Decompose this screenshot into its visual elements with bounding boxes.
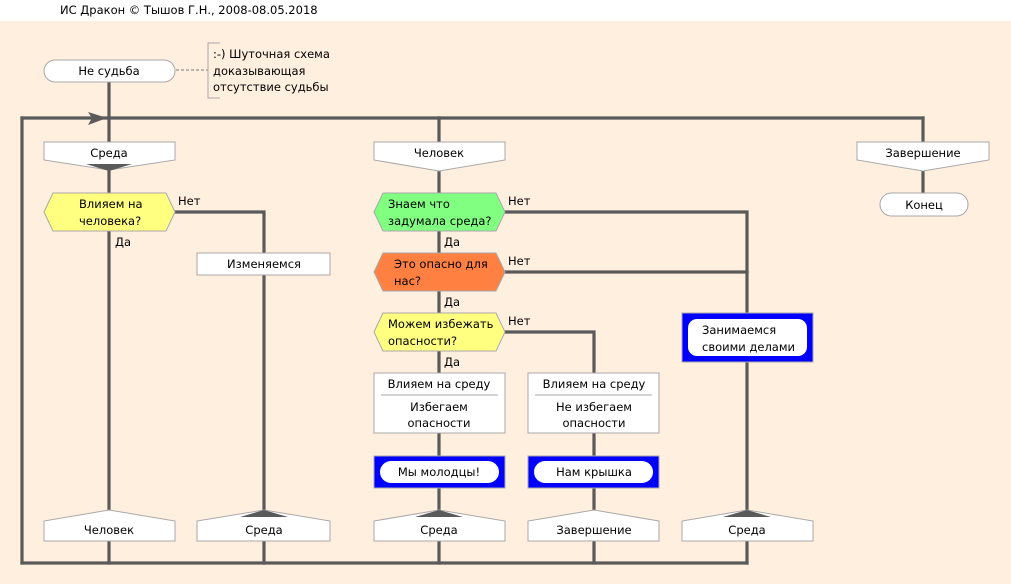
loop-arrow-icon (88, 112, 107, 125)
branch-header-label: Человек (414, 146, 464, 160)
comment-line: отсутствие судьбы (213, 80, 329, 94)
address-label: Среда (420, 523, 457, 537)
title-bar: ИС Дракон © Тышов Г.Н., 2008-08.05.2018 (0, 0, 1011, 21)
action-text: опасности (408, 416, 471, 430)
result-well-done[interactable]: Мы молодцы! (373, 455, 506, 489)
yes-label: Да (444, 355, 460, 369)
branch-header-shape[interactable] (373, 141, 506, 172)
result-own-business[interactable]: Занимаемся своими делами (681, 312, 814, 363)
question-shape[interactable] (373, 312, 506, 352)
address-label: Человек (84, 523, 134, 537)
branch-header-sreda[interactable]: Среда (43, 141, 176, 171)
action-not-avoid-danger[interactable]: Влияем на среду Не избегаем опасности (527, 372, 660, 434)
question-text: Это опасно для (394, 257, 488, 271)
address-marker (723, 510, 771, 517)
no-label: Нет (508, 254, 531, 268)
action-shape[interactable] (373, 372, 506, 434)
address-sreda[interactable]: Среда (196, 509, 331, 542)
no-label: Нет (508, 194, 531, 208)
address-shape[interactable] (681, 509, 814, 542)
address-marker (240, 510, 288, 517)
branch-header-label: Среда (90, 146, 127, 160)
action-text: Не избегаем (556, 400, 632, 414)
question-is-dangerous[interactable]: Это опасно для нас? Нет Да (373, 252, 531, 309)
address-shape[interactable] (527, 509, 660, 542)
question-text: задумала среда? (388, 214, 492, 228)
address-sreda[interactable]: Среда (681, 509, 814, 542)
branch-header-chelovek[interactable]: Человек (373, 141, 506, 172)
end-shape[interactable] (879, 192, 969, 217)
result-label: своими делами (702, 340, 795, 354)
no-label: Нет (178, 194, 201, 208)
action-change[interactable]: Изменяемся (196, 252, 331, 276)
action-text: Избегаем (410, 400, 468, 414)
no-label: Нет (508, 314, 531, 328)
connector-lines (20, 80, 925, 565)
question-text: опасности? (388, 334, 457, 348)
branch-header-zavershenie[interactable]: Завершение (856, 141, 990, 172)
question-text: Знаем что (388, 197, 450, 211)
line-column-5 (503, 210, 749, 565)
address-shape[interactable] (43, 509, 176, 542)
comment-bracket (207, 42, 220, 99)
end-label: Конец (905, 198, 943, 212)
comment-block[interactable]: :-) Шуточная схема доказывающая отсутств… (176, 42, 330, 99)
question-text: Можем избежать (388, 317, 494, 331)
address-label: Среда (728, 523, 765, 537)
address-chelovek[interactable]: Человек (43, 509, 176, 542)
action-shape[interactable] (196, 252, 331, 276)
question-shape[interactable] (43, 192, 176, 232)
question-text: нас? (394, 274, 421, 288)
action-label: Изменяемся (227, 257, 301, 271)
result-label: Занимаемся (702, 323, 776, 337)
address-label: Среда (245, 523, 282, 537)
question-text: Влияем на (79, 197, 143, 211)
address-sreda[interactable]: Среда (373, 509, 506, 542)
address-shape[interactable] (373, 509, 506, 542)
comment-line: :-) Шуточная схема (213, 47, 330, 61)
start-shape[interactable] (43, 59, 176, 83)
question-can-avoid[interactable]: Можем избежать опасности? Нет Да (373, 312, 531, 369)
question-influence-human[interactable]: Влияем на человека? Нет Да (43, 192, 201, 249)
result-label: Нам крышка (556, 465, 632, 479)
result-label: Мы молодцы! (398, 465, 480, 479)
question-shape[interactable] (373, 192, 506, 232)
address-shape[interactable] (196, 509, 331, 542)
address-label: Завершение (556, 523, 631, 537)
result-inner (688, 319, 807, 356)
start-label: Не судьба (78, 64, 139, 78)
question-know-plan[interactable]: Знаем что задумала среда? Нет Да (373, 192, 531, 249)
branch-header-shape[interactable] (856, 141, 990, 172)
branch-header-shape[interactable] (43, 141, 176, 171)
end-terminator[interactable]: Конец (879, 192, 969, 217)
result-inner (380, 461, 499, 483)
comment-line: доказывающая (213, 64, 305, 78)
question-shape[interactable] (373, 252, 506, 292)
branch-header-label: Завершение (885, 146, 960, 160)
address-zavershenie[interactable]: Завершение (527, 509, 660, 542)
action-header: Влияем на среду (543, 377, 646, 391)
yes-label: Да (444, 295, 460, 309)
action-text: опасности (563, 416, 626, 430)
action-header: Влияем на среду (388, 377, 491, 391)
window-title: ИС Дракон © Тышов Г.Н., 2008-08.05.2018 (60, 3, 318, 17)
address-marker (415, 510, 463, 517)
start-terminator[interactable]: Не судьба (43, 59, 176, 83)
action-shape[interactable] (527, 372, 660, 434)
canvas-background (0, 21, 1011, 584)
action-avoid-danger[interactable]: Влияем на среду Избегаем опасности (373, 372, 506, 434)
yes-label: Да (444, 235, 460, 249)
line-column-2 (173, 210, 266, 565)
question-text: человека? (79, 214, 141, 228)
yes-label: Да (115, 235, 131, 249)
branch-entry-marker (86, 164, 132, 171)
result-doomed[interactable]: Нам крышка (527, 455, 660, 489)
result-inner (534, 461, 653, 483)
